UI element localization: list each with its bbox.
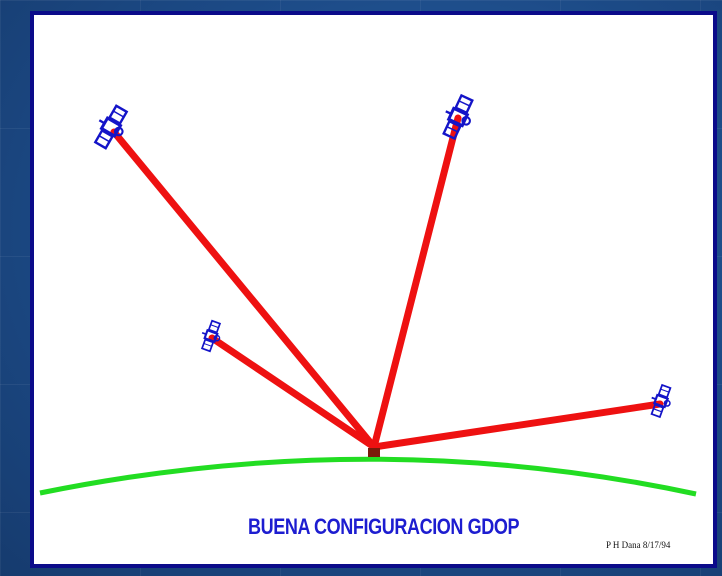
earth-horizon — [39, 456, 697, 497]
receiver — [368, 448, 380, 457]
author-credit: P H Dana 8/17/94 — [606, 540, 671, 550]
gdop-diagram — [39, 90, 697, 497]
ranging-line-3 — [208, 334, 378, 451]
diagram-frame: BUENA CONFIGURACION GDOP P H Dana 8/17/9… — [30, 11, 717, 568]
ranging-lines — [110, 114, 664, 451]
ranging-line-1 — [110, 128, 378, 451]
ranging-line-4 — [370, 400, 664, 451]
diagram-caption: BUENA CONFIGURACION GDOP — [248, 514, 520, 539]
ranging-line-2 — [370, 114, 462, 451]
